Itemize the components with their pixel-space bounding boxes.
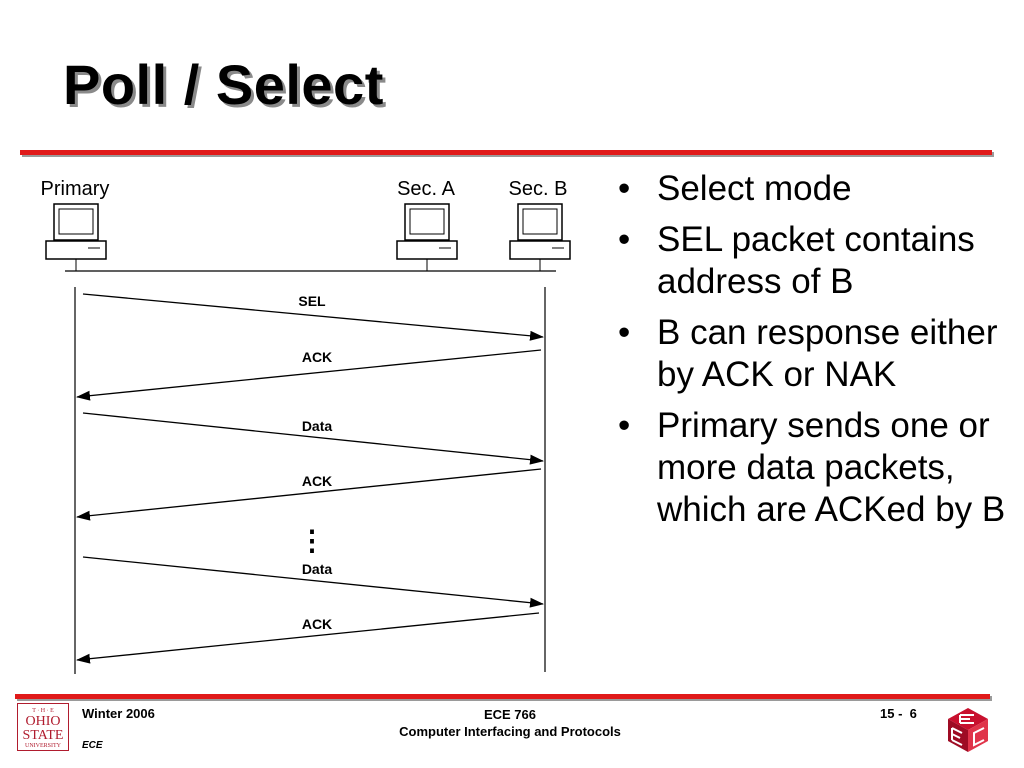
title-divider — [20, 150, 992, 155]
message-label-ack: ACK — [302, 616, 332, 632]
slide-title: Poll / Select — [63, 53, 384, 116]
computer-icon — [509, 203, 571, 271]
message-arrow-data — [82, 412, 544, 465]
ohio-state-logo: T · H · E OHIO STATE UNIVERSITY — [17, 703, 69, 751]
node-label-sec-a: Sec. A — [397, 178, 455, 200]
message-label-ack: ACK — [302, 349, 332, 365]
page-prefix: 15 - — [880, 706, 903, 721]
ellipsis-marker: ⋮ — [298, 525, 326, 556]
footer-term: Winter 2006 — [82, 706, 155, 721]
message-label-ack: ACK — [302, 473, 332, 489]
node-label-sec-b: Sec. B — [509, 178, 568, 200]
footer-divider — [15, 694, 990, 699]
node-label-primary: Primary — [41, 178, 110, 200]
message-arrow-ack — [76, 468, 542, 521]
svg-text:OHIO: OHIO — [26, 714, 61, 729]
footer-course: ECE 766 Computer Interfacing and Protoco… — [360, 706, 660, 740]
sequence-diagram: Primary Sec. A Sec. B SEL ACK Data ACK ⋮… — [41, 178, 571, 674]
message-arrow-sel — [82, 293, 544, 341]
svg-text:UNIVERSITY: UNIVERSITY — [25, 743, 62, 749]
bullet-item: Select mode — [612, 168, 1007, 210]
footer-dept: ECE — [82, 740, 103, 751]
bullet-item: Primary sends one or more data packets, … — [612, 405, 1007, 531]
bullet-item: B can response either by ACK or NAK — [612, 312, 1007, 396]
footer-course-code: ECE 766 — [483, 707, 537, 722]
message-label-data: Data — [302, 561, 333, 577]
computer-icon — [45, 203, 107, 271]
ece-logo — [948, 708, 988, 752]
svg-text:STATE: STATE — [23, 728, 64, 743]
bullet-list: Select mode SEL packet contains address … — [612, 168, 1007, 540]
message-arrow-ack — [76, 349, 542, 401]
page-number: 15 - 6 — [880, 706, 917, 721]
computer-icon — [396, 203, 458, 271]
message-label-data: Data — [302, 418, 333, 434]
message-arrow-ack — [76, 612, 540, 664]
footer-course-title: Computer Interfacing and Protocols — [399, 724, 621, 739]
message-label-sel: SEL — [298, 293, 326, 309]
bullet-item: SEL packet contains address of B — [612, 219, 1007, 303]
message-arrow-data — [82, 556, 544, 608]
page-number-value: 6 — [909, 706, 917, 721]
svg-text:T · H · E: T · H · E — [32, 708, 54, 714]
